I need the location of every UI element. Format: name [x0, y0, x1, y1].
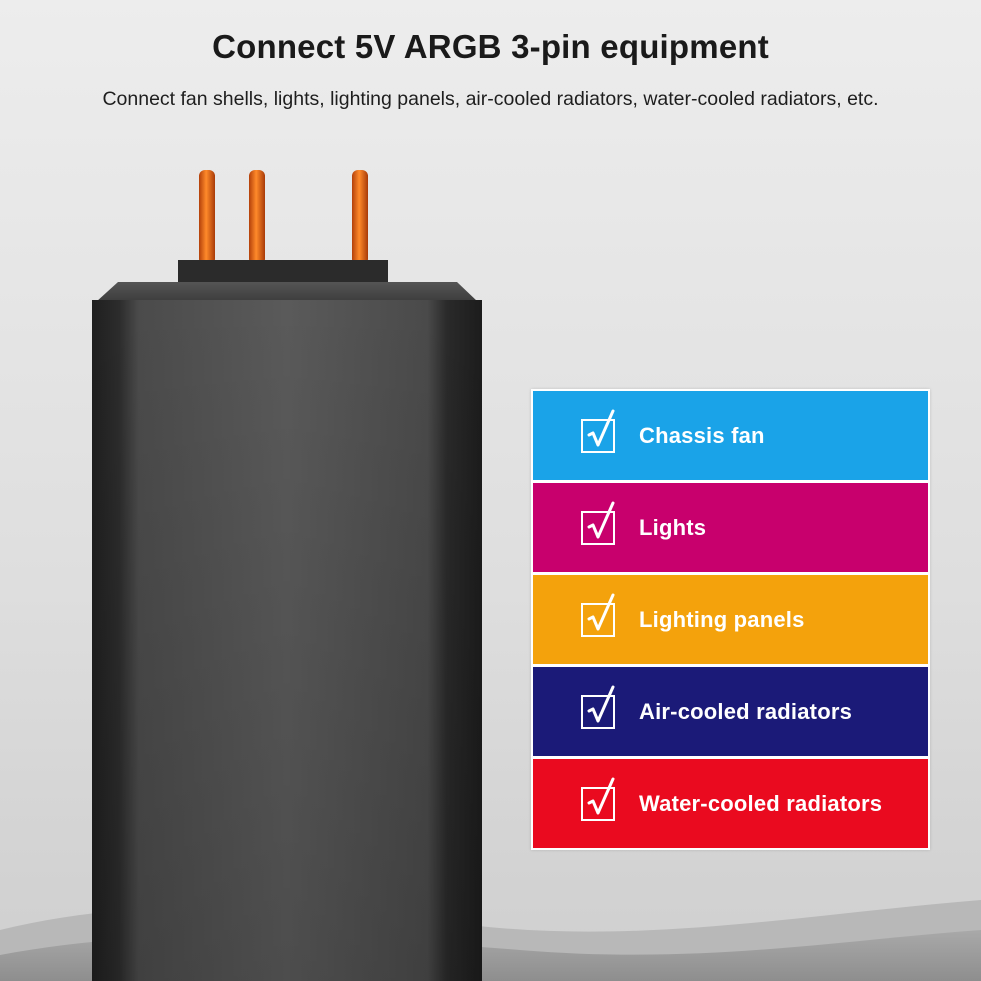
- checkmark-icon: [581, 501, 615, 545]
- checklist-item-label: Water-cooled radiators: [639, 790, 883, 816]
- checklist-item-label: Air-cooled radiators: [639, 698, 853, 724]
- checklist-item-lights: Lights: [533, 483, 928, 572]
- checklist-item-label: Lighting panels: [639, 606, 805, 632]
- checklist-item-label: Lights: [639, 514, 707, 540]
- checkmark-icon: [581, 593, 615, 637]
- checklist-item-label: Chassis fan: [639, 422, 765, 448]
- checkmark-icon: [581, 685, 615, 729]
- checklist-item-air-cooled-radiators: Air-cooled radiators: [533, 667, 928, 756]
- device-top: [96, 282, 478, 302]
- page-subtitle: Connect fan shells, lights, lighting pan…: [102, 88, 879, 110]
- page-title: Connect 5V ARGB 3-pin equipment: [212, 28, 769, 65]
- checklist-item-lighting-panels: Lighting panels: [533, 575, 928, 664]
- checklist-item-water-cooled-radiators: Water-cooled radiators: [533, 759, 928, 848]
- pin-base: [178, 260, 388, 282]
- compatibility-checklist: Chassis fan Lights Lighting panels Air-c…: [531, 389, 930, 850]
- checkmark-icon: [581, 409, 615, 453]
- checkmark-icon: [581, 777, 615, 821]
- connector-pins: [199, 170, 368, 265]
- checklist-item-chassis-fan: Chassis fan: [533, 391, 928, 480]
